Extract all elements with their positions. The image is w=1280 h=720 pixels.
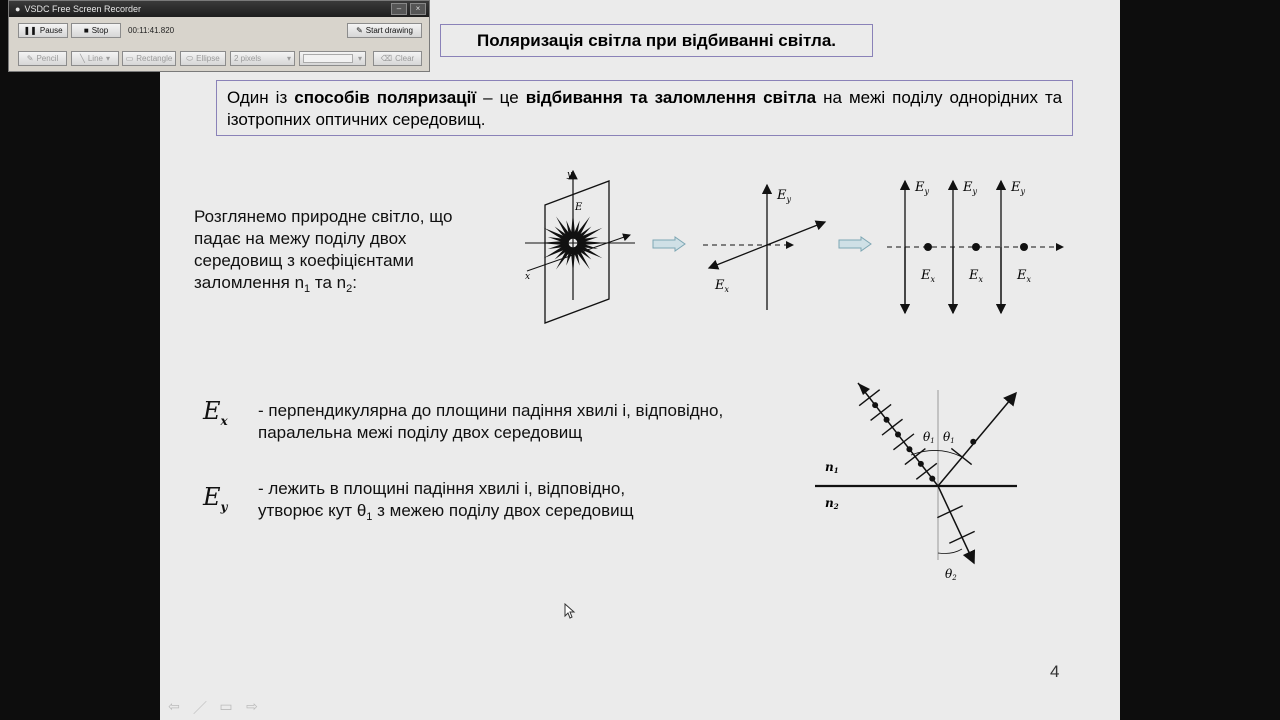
eraser-icon: ⌫ bbox=[380, 54, 393, 63]
page-number: 4 bbox=[1050, 662, 1060, 681]
elapsed-time: 00:11:41.820 bbox=[128, 26, 175, 35]
definition-bold-2: відбивання та заломлення світла bbox=[525, 88, 817, 107]
pencil-tool-button[interactable]: ✎Pencil bbox=[18, 51, 67, 66]
ex-description: - перпендикулярна до площини падіння хви… bbox=[258, 400, 818, 444]
starburst-vectors bbox=[539, 212, 607, 274]
ey-symbol: Ey bbox=[203, 483, 228, 514]
ex-line-1: - перпендикулярна до площини падіння хви… bbox=[258, 401, 724, 420]
color-select[interactable]: ▾ bbox=[299, 51, 366, 66]
y-axis-label: y bbox=[566, 170, 573, 180]
prev-slide-icon[interactable]: ⇦ bbox=[168, 698, 180, 714]
recorder-window: ● VSDC Free Screen Recorder –× ❚❚Pause ■… bbox=[8, 0, 430, 72]
clear-button[interactable]: ⌫Clear bbox=[373, 51, 422, 66]
pause-button[interactable]: ❚❚Pause bbox=[18, 23, 68, 38]
ellipse-icon: ⬭ bbox=[186, 53, 194, 63]
slide-menu-icon[interactable]: ▭ bbox=[219, 698, 233, 714]
chevron-down-icon: ▾ bbox=[286, 54, 291, 63]
ey-description: - лежить в площині падіння хвилі і, відп… bbox=[258, 478, 818, 528]
ey-line-2: утворює кут θ1 з межею поділу двох серед… bbox=[258, 501, 634, 523]
intro-sub-2: 2 bbox=[346, 283, 353, 295]
definition-text-2: – це bbox=[476, 88, 526, 107]
slideshow-nav: ⇦ ／ ▭ ⇨ bbox=[166, 698, 260, 718]
theta1-reflected-label: θ1 bbox=[943, 430, 955, 445]
thickness-select[interactable]: 2 pixels▾ bbox=[230, 51, 295, 66]
rectangle-icon: ▭ bbox=[125, 54, 134, 63]
n2-label: n2 bbox=[825, 496, 839, 511]
recorder-title: VSDC Free Screen Recorder bbox=[24, 4, 141, 14]
wavefront-plane bbox=[544, 180, 610, 324]
close-icon[interactable]: × bbox=[410, 3, 426, 15]
recorder-titlebar[interactable]: ● VSDC Free Screen Recorder –× bbox=[9, 1, 429, 17]
definition-text-3: на межі поділу однорідних та ізотропних … bbox=[227, 88, 1063, 129]
e-vector-label: E bbox=[574, 202, 583, 213]
stop-button[interactable]: ■Stop bbox=[71, 23, 121, 38]
svg-text:Ex: Ex bbox=[920, 268, 936, 284]
ex-label: Ex bbox=[714, 278, 730, 294]
definition-text-1: Один із bbox=[227, 88, 295, 107]
ex-symbol: Ex bbox=[203, 397, 228, 428]
ey-line-1: - лежить в площині падіння хвилі і, відп… bbox=[258, 479, 626, 498]
rectangle-tool-button[interactable]: ▭Rectangle bbox=[122, 51, 176, 66]
intro-end: : bbox=[352, 273, 357, 292]
svg-text:Ey: Ey bbox=[1010, 180, 1026, 196]
definition-bold-1: способів поляризації bbox=[294, 88, 477, 107]
minimize-icon[interactable]: – bbox=[391, 3, 407, 15]
definition-box: Один із способів поляризації – це відбив… bbox=[216, 80, 1073, 136]
intro-sub-1: 1 bbox=[304, 283, 311, 295]
line-tool-button[interactable]: ╲Line▾ bbox=[71, 51, 119, 66]
start-drawing-button[interactable]: ✎Start drawing bbox=[347, 23, 422, 38]
recorder-app-icon: ● bbox=[15, 4, 21, 14]
svg-text:Ex: Ex bbox=[1016, 268, 1032, 284]
pause-icon: ❚❚ bbox=[23, 26, 37, 35]
x-axis-label: x bbox=[525, 272, 530, 282]
slide: Поляризація світла при відбиванні світла… bbox=[160, 0, 1120, 720]
pen-tool-icon[interactable]: ／ bbox=[193, 700, 207, 716]
svg-text:Ey: Ey bbox=[962, 180, 978, 196]
transition-arrow-1 bbox=[652, 236, 686, 252]
intro-text: Розглянемо природне світло, що падає на … bbox=[194, 206, 484, 300]
theta2-label: θ2 bbox=[945, 567, 957, 582]
n1-label: n1 bbox=[825, 460, 839, 475]
intro-main: Розглянемо природне світло, що падає на … bbox=[194, 207, 453, 292]
mouse-cursor-icon bbox=[564, 603, 576, 619]
intro-mid: та n bbox=[310, 273, 347, 292]
chevron-down-icon: ▾ bbox=[357, 54, 362, 63]
next-slide-icon[interactable]: ⇨ bbox=[246, 698, 258, 714]
chevron-down-icon: ▾ bbox=[105, 54, 110, 63]
transition-arrow-2 bbox=[838, 236, 872, 252]
color-swatch bbox=[303, 54, 353, 63]
draw-icon: ✎ bbox=[356, 26, 363, 35]
slide-title: Поляризація світла при відбиванні світла… bbox=[440, 24, 873, 57]
theta1-incident-label: θ1 bbox=[923, 430, 935, 445]
pencil-icon: ✎ bbox=[26, 54, 34, 63]
reflection-diagram: θ1 θ1 θ2 n1 n2 bbox=[815, 382, 1017, 582]
svg-text:Ey: Ey bbox=[914, 180, 930, 196]
line-icon: ╲ bbox=[80, 54, 85, 63]
svg-text:Ex: Ex bbox=[968, 268, 984, 284]
ex-line-2: паралельна межі поділу двох середовищ bbox=[258, 423, 583, 442]
ey-label: Ey bbox=[776, 188, 792, 204]
ellipse-tool-button[interactable]: ⬭Ellipse bbox=[180, 51, 226, 66]
stop-icon: ■ bbox=[83, 26, 89, 35]
